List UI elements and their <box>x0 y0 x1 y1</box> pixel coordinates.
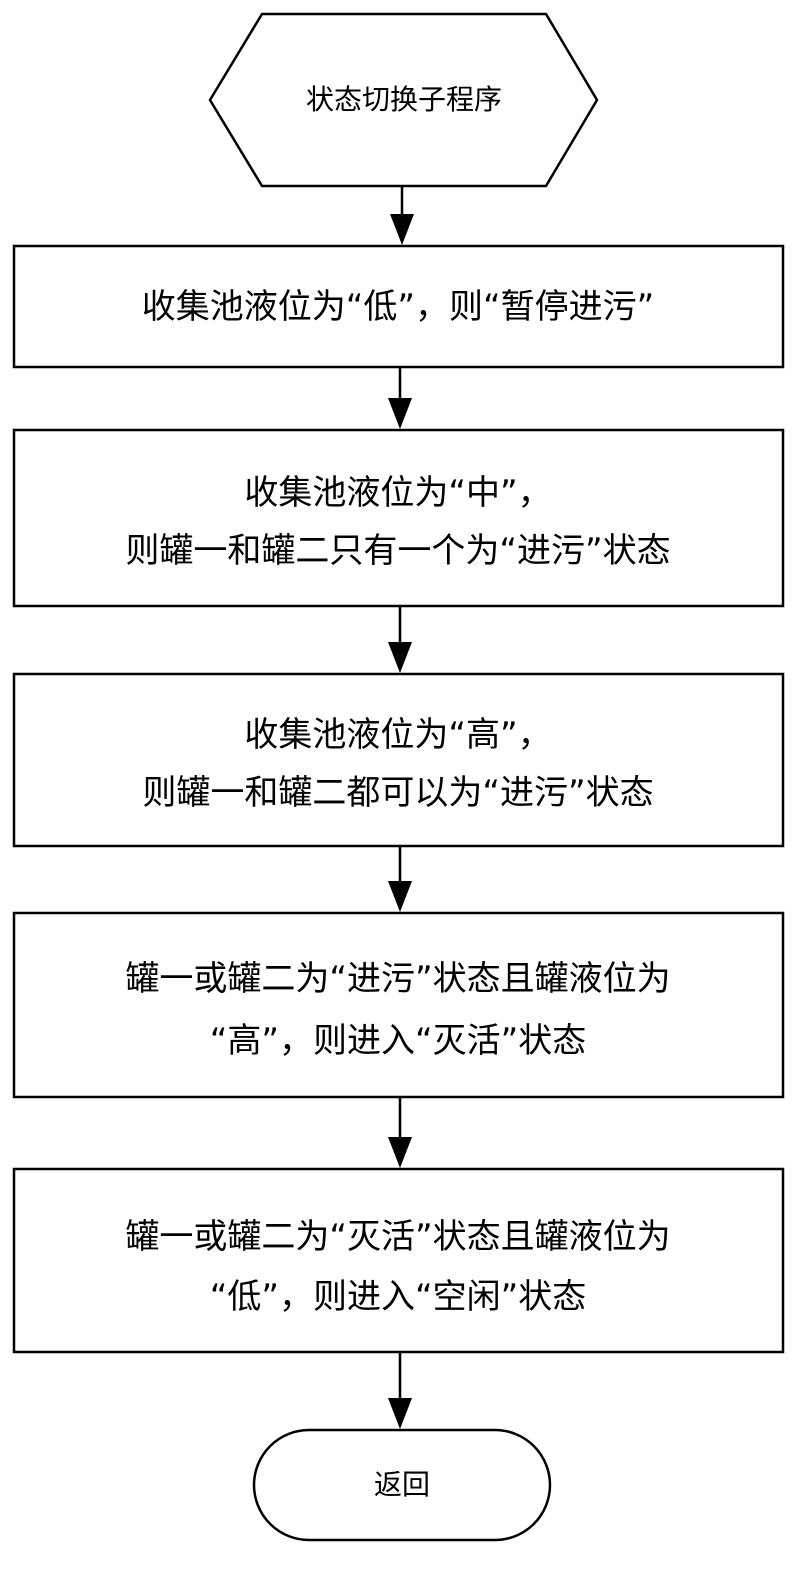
end-label: 返回 <box>374 1468 430 1501</box>
step-5-line-2: “低”，则进入“空闲”状态 <box>210 1277 586 1317</box>
step-2-line-2: 则罐一和罐二只有一个为“进污”状态 <box>125 531 670 571</box>
step-4-box: 罐一或罐二为“进污”状态且罐液位为 “高”，则进入“灭活”状态 <box>12 911 785 1099</box>
step-4-line-1: 罐一或罐二为“进污”状态且罐液位为 <box>125 959 670 999</box>
arrow-down-icon <box>388 398 412 429</box>
start-hexagon <box>208 12 599 188</box>
step-2-line-1: 收集池液位为“中”， <box>244 473 551 513</box>
start-node: 状态切换子程序 <box>208 12 599 188</box>
arrow-down-icon <box>388 1137 412 1168</box>
step-3-line-1: 收集池液位为“高”， <box>244 715 551 755</box>
arrow-down-icon <box>388 881 412 912</box>
connector-2 <box>388 367 412 429</box>
step-5-line-1: 罐一或罐二为“灭活”状态且罐液位为 <box>125 1217 670 1257</box>
connector-1 <box>390 186 414 245</box>
arrow-down-icon <box>390 214 414 245</box>
step-5-box: 罐一或罐二为“灭活”状态且罐液位为 “低”，则进入“空闲”状态 <box>12 1167 785 1354</box>
step-1-line-1: 收集池液位为“低”，则“暂停进污” <box>142 287 654 327</box>
step-1-box: 收集池液位为“低”，则“暂停进污” <box>12 244 785 369</box>
start-label: 状态切换子程序 <box>306 83 502 116</box>
connector-5 <box>388 1097 412 1168</box>
arrow-down-icon <box>388 1398 412 1429</box>
connector-4 <box>388 846 412 912</box>
end-node: 返回 <box>252 1428 552 1542</box>
step-3-line-2: 则罐一和罐二都可以为“进污”状态 <box>142 773 653 813</box>
connector-6 <box>388 1352 412 1429</box>
step-4-line-2: “高”，则进入“灭活”状态 <box>210 1021 586 1061</box>
connector-3 <box>388 606 412 673</box>
step-3-box: 收集池液位为“高”， 则罐一和罐二都可以为“进污”状态 <box>12 672 785 848</box>
end-terminator <box>252 1428 552 1542</box>
arrow-down-icon <box>388 642 412 673</box>
step-2-box: 收集池液位为“中”， 则罐一和罐二只有一个为“进污”状态 <box>12 428 785 608</box>
